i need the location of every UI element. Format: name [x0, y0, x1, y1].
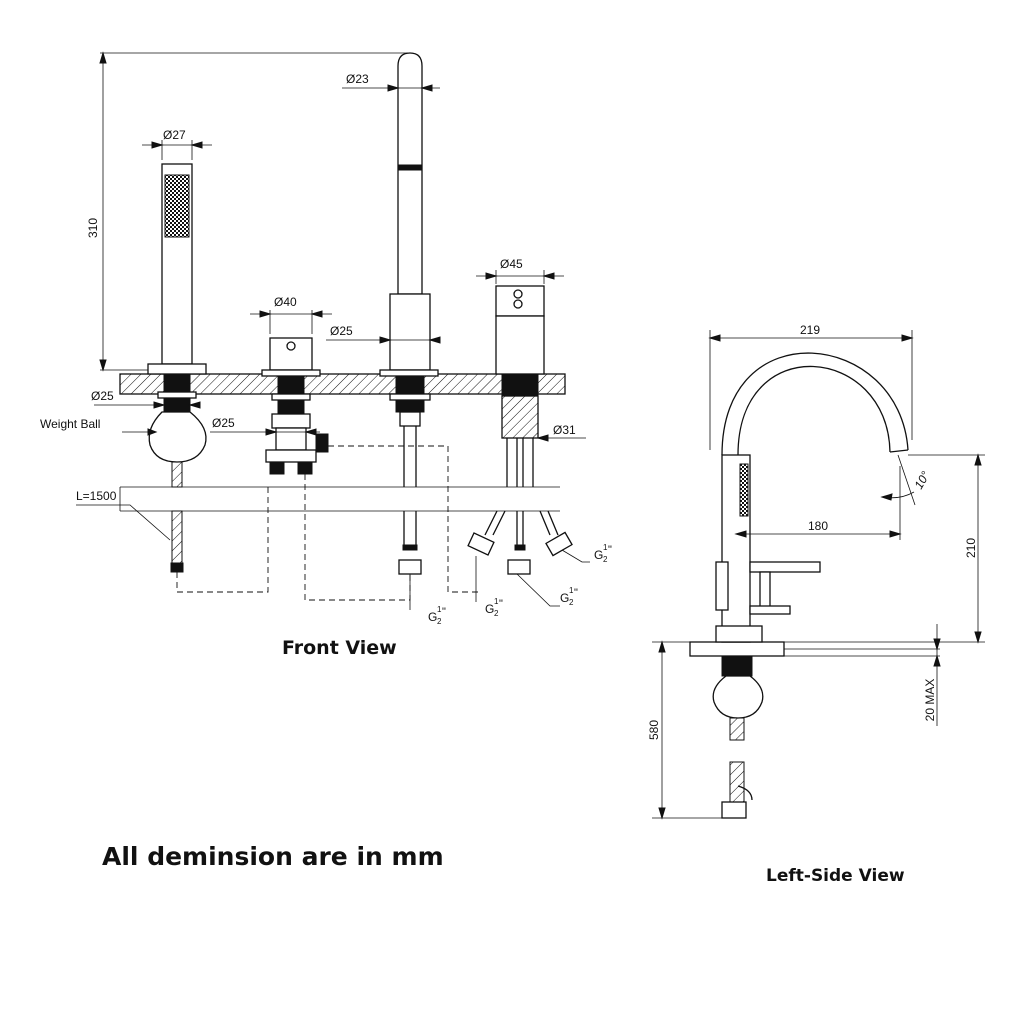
side-view	[652, 330, 985, 820]
svg-text:2: 2	[603, 555, 608, 564]
deck-section	[119, 373, 566, 395]
mixer	[467, 270, 586, 575]
dim-hose-length: L=1500	[76, 489, 117, 503]
thread-label-spout: G 1 2 "	[428, 605, 446, 626]
dim-20-max: 20 MAX	[923, 679, 937, 722]
dim-diverter-dia: Ø40	[274, 295, 297, 309]
dim-reach-180: 180	[808, 519, 828, 533]
svg-text:G: G	[428, 610, 437, 624]
hand-shower	[142, 140, 212, 573]
svg-text:": "	[574, 587, 578, 599]
svg-text:1: 1	[437, 605, 442, 614]
svg-text:": "	[442, 606, 446, 618]
front-view-title: Front View	[282, 637, 397, 659]
thread-label-cold: G 1 2 "	[485, 597, 503, 618]
dim-hs-base-dia: Ø25	[91, 389, 114, 403]
label-weight-ball: Weight Ball	[40, 417, 100, 431]
dim-mixer-dia: Ø45	[500, 257, 523, 271]
svg-text:1: 1	[569, 586, 574, 595]
dim-mixer-thread-dia: Ø31	[553, 423, 576, 437]
dim-spout-base-dia: Ø25	[330, 324, 353, 338]
thread-label-right: G 1 2 "	[594, 543, 612, 564]
svg-text:2: 2	[494, 609, 499, 618]
svg-text:": "	[499, 598, 503, 610]
svg-text:": "	[608, 544, 612, 556]
svg-text:1: 1	[603, 543, 608, 552]
dim-height-210: 210	[964, 538, 978, 558]
thread-label-hot: G 1 2 "	[560, 586, 578, 607]
svg-text:G: G	[560, 591, 569, 605]
dim-310-label: 310	[86, 218, 100, 238]
dim-angle: 10°	[911, 469, 932, 492]
dim-reach-219: 219	[800, 323, 820, 337]
diverter	[210, 310, 332, 475]
front-view	[76, 51, 590, 610]
side-view-title: Left-Side View	[766, 866, 905, 886]
spout	[326, 52, 441, 575]
svg-text:G: G	[594, 548, 603, 562]
svg-text:2: 2	[569, 598, 574, 607]
dim-depth-580: 580	[647, 720, 661, 740]
svg-text:2: 2	[437, 617, 442, 626]
units-note: All deminsion are in mm	[102, 842, 444, 871]
dim-height-310	[99, 51, 410, 372]
dim-handshower-dia: Ø27	[163, 128, 186, 142]
dim-spout-dia-top: Ø23	[346, 72, 369, 86]
svg-text:G: G	[485, 602, 494, 616]
svg-text:1: 1	[494, 597, 499, 606]
dim-diverter-body-dia: Ø25	[212, 416, 235, 430]
